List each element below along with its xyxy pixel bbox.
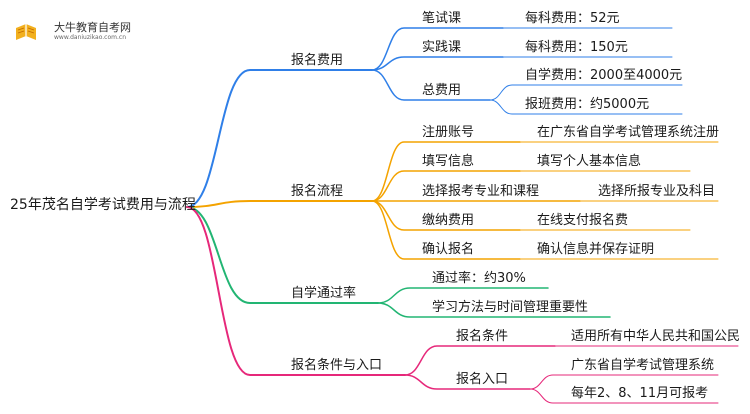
- conditions-entry: 报名入口: [456, 372, 509, 387]
- process-step-confirm: 确认报名: [422, 242, 475, 257]
- pass-rate-line: [377, 287, 549, 304]
- process-step-line-4: [371, 200, 521, 260]
- conditions-entry-line: [404, 374, 531, 390]
- root-to-conditions-line: [186, 206, 406, 376]
- process-step-select-major-detail: 选择所报专业及科目: [598, 184, 716, 199]
- pass-rate-value: 通过率：约30%: [432, 271, 526, 286]
- branch-pass-rate: 自学通过率: [291, 286, 357, 301]
- process-step-fill-info: 填写信息: [422, 154, 475, 169]
- process-step-register-detail: 在广东省自学考试管理系统注册: [537, 125, 720, 140]
- conditions-eligibility-detail: 适用所有中华人民共和国公民: [571, 329, 741, 344]
- conditions-eligibility: 报名条件: [456, 329, 509, 344]
- fees-class-leaf-line: [489, 99, 683, 115]
- branch-conditions: 报名条件与入口: [291, 358, 383, 373]
- branch-fees: 报名费用: [291, 53, 344, 68]
- conditions-schedule-leaf-line: [529, 388, 719, 404]
- brand-name: 大牛教育自考网: [54, 21, 131, 34]
- conditions-system-leaf-line: [529, 374, 719, 390]
- fees-written-course-cost: 每科费用：52元: [525, 11, 620, 26]
- fees-total: 总费用: [422, 83, 462, 98]
- root-topic: 25年茂名自学考试费用与流程: [10, 197, 196, 213]
- conditions-entry-system: 广东省自学考试管理系统: [571, 358, 715, 373]
- pass-tip-line: [377, 302, 611, 318]
- fees-written-course: 笔试课: [422, 11, 462, 26]
- fees-self-study-leaf-line: [489, 84, 683, 101]
- process-step-pay-detail: 在线支付报名费: [537, 213, 629, 228]
- process-step-confirm-detail: 确认信息并保存证明: [537, 242, 655, 257]
- process-step-line-0: [371, 141, 521, 202]
- conditions-eligibility-line: [404, 345, 556, 376]
- fees-practice-course-cost: 每科费用：150元: [525, 40, 628, 55]
- conditions-entry-schedule: 每年2、8、11月可报考: [571, 386, 709, 401]
- fees-written-line: [371, 27, 504, 71]
- process-step-select-major: 选择报考专业和课程: [422, 184, 540, 199]
- process-step-line-1: [371, 170, 521, 202]
- root-to-pass-line: [186, 206, 379, 304]
- pass-rate-study-tip: 学习方法与时间管理重要性: [432, 300, 589, 315]
- fees-practice-course: 实践课: [422, 40, 462, 55]
- root-to-process-line: [186, 200, 373, 208]
- root-to-fees-line: [186, 69, 373, 208]
- fees-total-line: [371, 69, 491, 101]
- fees-practice-line: [371, 56, 504, 71]
- book-logo-icon: [16, 24, 36, 40]
- process-step-register: 注册账号: [422, 125, 475, 140]
- branch-process: 报名流程: [291, 184, 344, 199]
- fees-self-study-cost: 自学费用：2000至4000元: [525, 68, 683, 83]
- brand-url: www.daniuzikao.com.cn: [54, 34, 126, 41]
- process-step-pay: 缴纳费用: [422, 213, 475, 228]
- brand-logo: 大牛教育自考网 www.daniuzikao.com.cn: [14, 19, 164, 47]
- process-step-fill-info-detail: 填写个人基本信息: [537, 154, 642, 169]
- fees-class-cost: 报班费用：约5000元: [525, 97, 650, 112]
